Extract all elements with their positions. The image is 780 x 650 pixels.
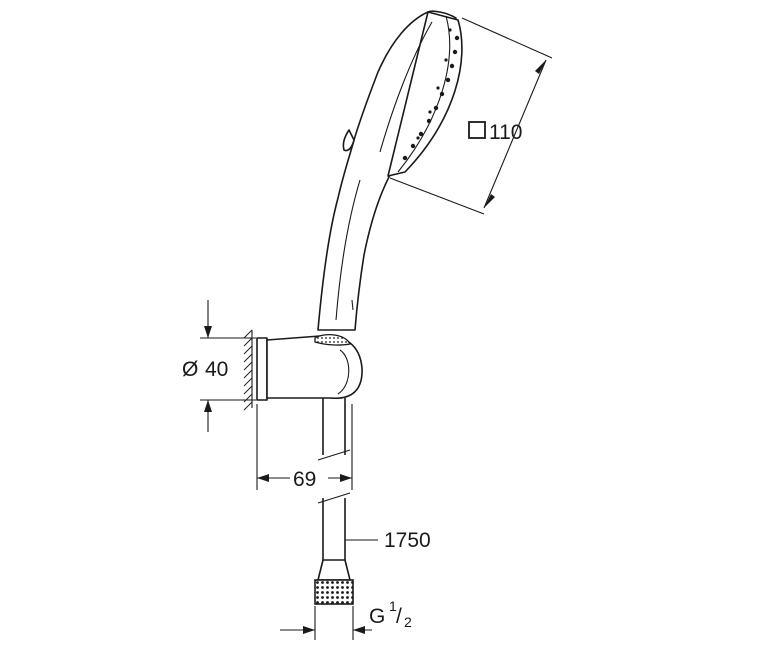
holder-depth-value: 69 xyxy=(293,468,316,491)
dimension-holder-diameter: Ø 40 xyxy=(182,300,256,432)
hose-length-value: 1750 xyxy=(384,529,431,552)
spray-mode-button xyxy=(342,129,355,152)
holder-diameter-value: 40 xyxy=(205,358,228,381)
shower-head-rim xyxy=(397,15,451,173)
head-size-value: 110 xyxy=(489,121,522,144)
dimension-hose-length: 1750 xyxy=(345,529,431,552)
thread-prefix: G xyxy=(369,605,385,628)
hose-cone xyxy=(317,559,351,581)
dimension-holder-depth: 69 xyxy=(256,404,353,491)
thread-denominator: 2 xyxy=(404,614,412,630)
hose-nut xyxy=(314,579,354,605)
diameter-symbol: Ø xyxy=(182,358,198,381)
shower-hose xyxy=(314,398,354,605)
shower-head-side-line xyxy=(379,21,433,153)
thread-slash: / xyxy=(396,605,402,628)
hand-shower xyxy=(317,10,463,331)
square-symbol xyxy=(468,121,486,139)
holder-inner-curve xyxy=(337,349,350,395)
hose-break-bottom xyxy=(317,492,351,504)
wall-hatching xyxy=(243,329,253,411)
handle-side-line xyxy=(335,179,361,321)
holder-body xyxy=(266,335,363,399)
holder-cup xyxy=(314,333,351,346)
dimension-thread: G 1 / 2 xyxy=(280,598,412,640)
hose-break-top xyxy=(317,449,351,461)
dimension-head-size: 110 xyxy=(389,17,553,215)
wall-holder xyxy=(243,329,363,411)
shower-head-face xyxy=(387,11,463,177)
holder-rosette xyxy=(256,337,268,401)
shower-nozzles xyxy=(402,28,460,161)
handle-mark xyxy=(351,299,354,311)
thread-numerator: 1 xyxy=(389,598,397,614)
